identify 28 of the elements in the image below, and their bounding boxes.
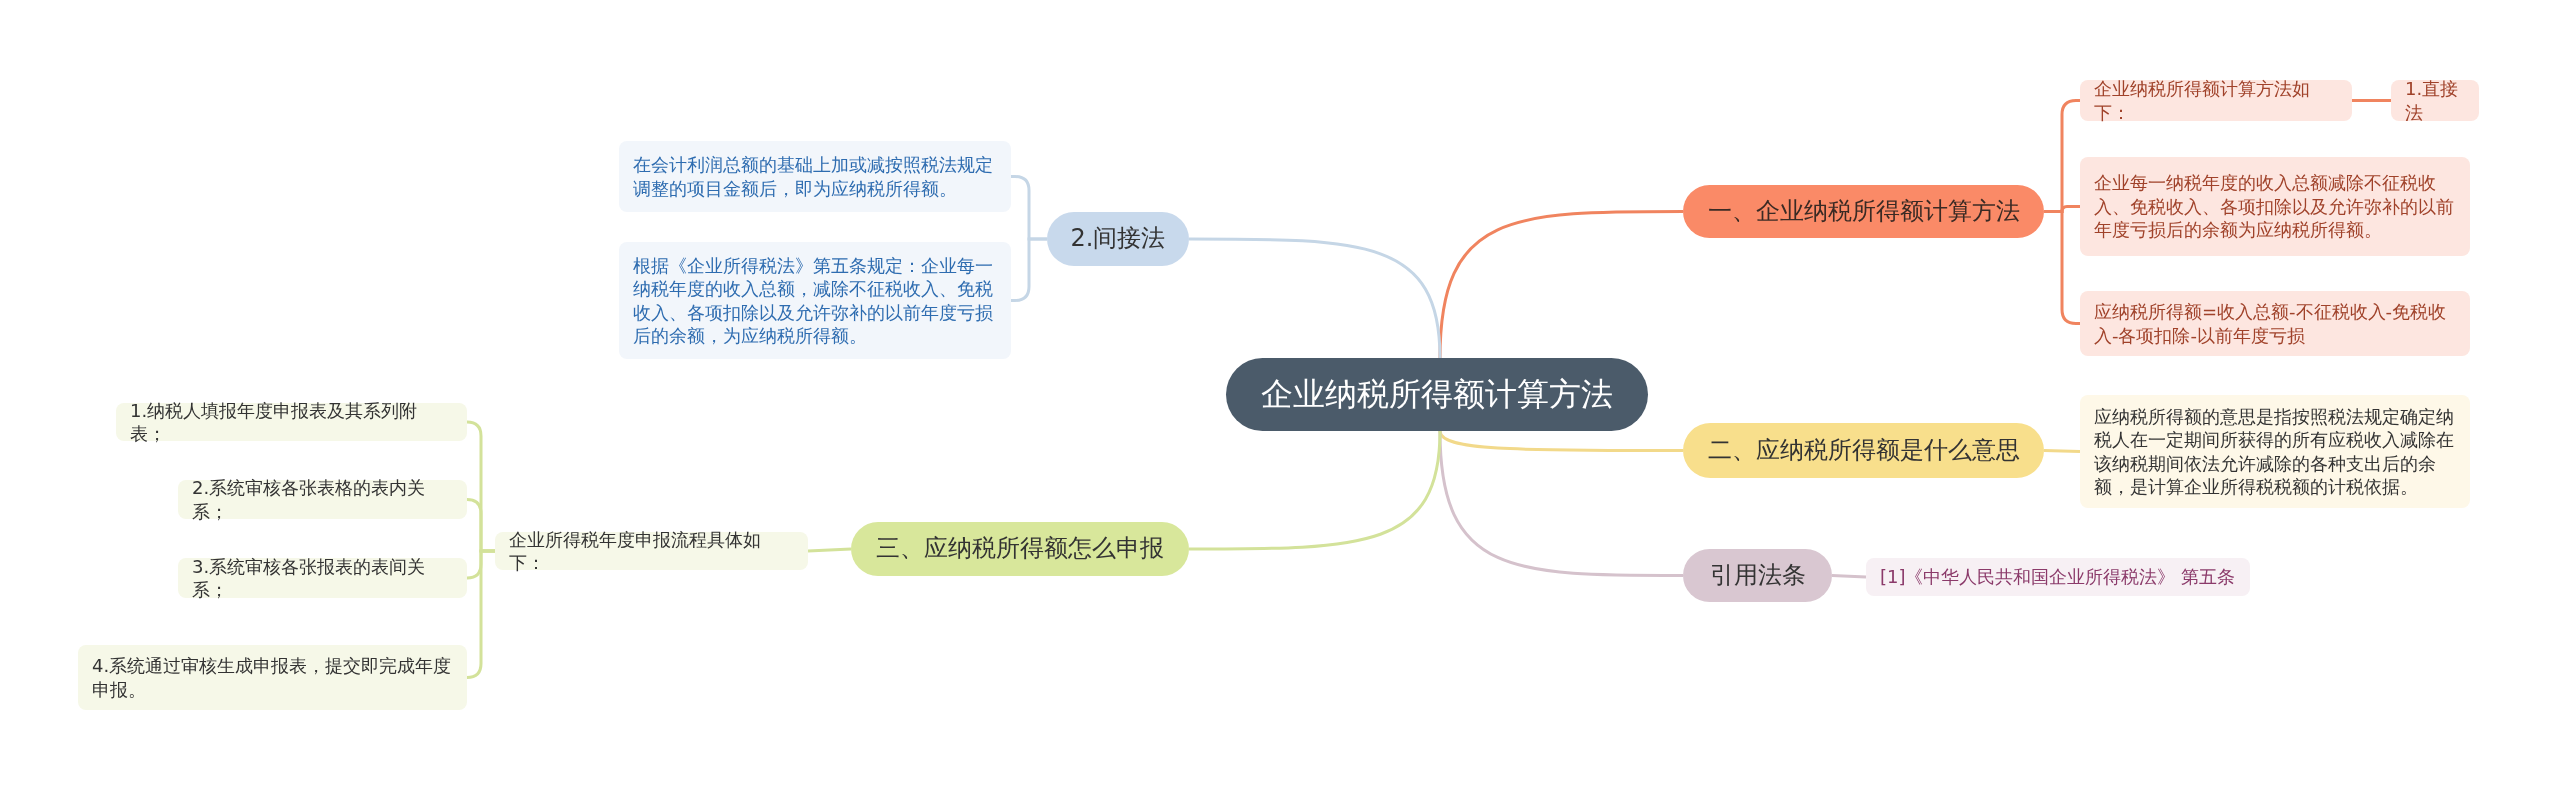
text-box: 1.直接法	[2391, 80, 2479, 121]
topic-pill: 三、应纳税所得额怎么申报	[851, 522, 1189, 576]
connector-line	[1438, 430, 1683, 577]
connector-line	[2043, 449, 2081, 453]
topic-pill: 一、企业纳税所得额计算方法	[1683, 185, 2044, 238]
connector-line	[1189, 237, 1442, 359]
text-box: 企业所得税年度申报流程具体如下：	[495, 532, 808, 570]
text-box: 企业每一纳税年度的收入总额减除不征税收入、免税收入、各项扣除以及允许弥补的以前年度亏损后的余额为应纳税所得额。	[2080, 157, 2470, 256]
connector-line	[1189, 430, 1442, 551]
text-box: 企业纳税所得额计算方法如下：	[2080, 80, 2352, 121]
text-box: 根据《企业所得税法》第五条规定：企业每一纳税年度的收入总额，减除不征税收入、免税收入、各项扣除以及允许弥补的以前年度亏损后的余额，为应纳税所得额。	[619, 242, 1011, 359]
topic-pill: 引用法条	[1683, 549, 1832, 602]
text-box: 2.系统审核各张表格的表内关系；	[178, 480, 467, 519]
connector-line	[1831, 574, 1867, 579]
text-box: 应纳税所得额的意思是指按照税法规定确定纳税人在一定期间所获得的所有应税收入减除在该纳税期间依法允许减除的各种支出后的余额，是计算企业所得税税额的计税依据。	[2080, 395, 2470, 508]
topic-pill: 二、应纳税所得额是什么意思	[1683, 423, 2044, 478]
connector-line	[465, 549, 495, 679]
text-box: [1]《中华人民共和国企业所得税法》 第五条	[1866, 558, 2250, 596]
connector-line	[807, 547, 852, 553]
text-box: 在会计利润总额的基础上加或减按照税法规定调整的项目金额后，即为应纳税所得额。	[619, 141, 1011, 212]
connector-line	[1438, 210, 1683, 359]
topic-pill: 2.间接法	[1047, 212, 1189, 266]
text-box: 1.纳税人填报年度申报表及其系列附表；	[116, 403, 467, 441]
text-box: 应纳税所得额=收入总额-不征税收入-免税收入-各项扣除-以前年度亏损	[2080, 291, 2470, 356]
text-box: 4.系统通过审核生成申报表，提交即完成年度申报。	[78, 645, 467, 710]
text-box: 3.系统审核各张报表的表间关系；	[178, 558, 467, 598]
central-topic: 企业纳税所得额计算方法	[1226, 358, 1648, 431]
connector-line	[2352, 99, 2391, 102]
